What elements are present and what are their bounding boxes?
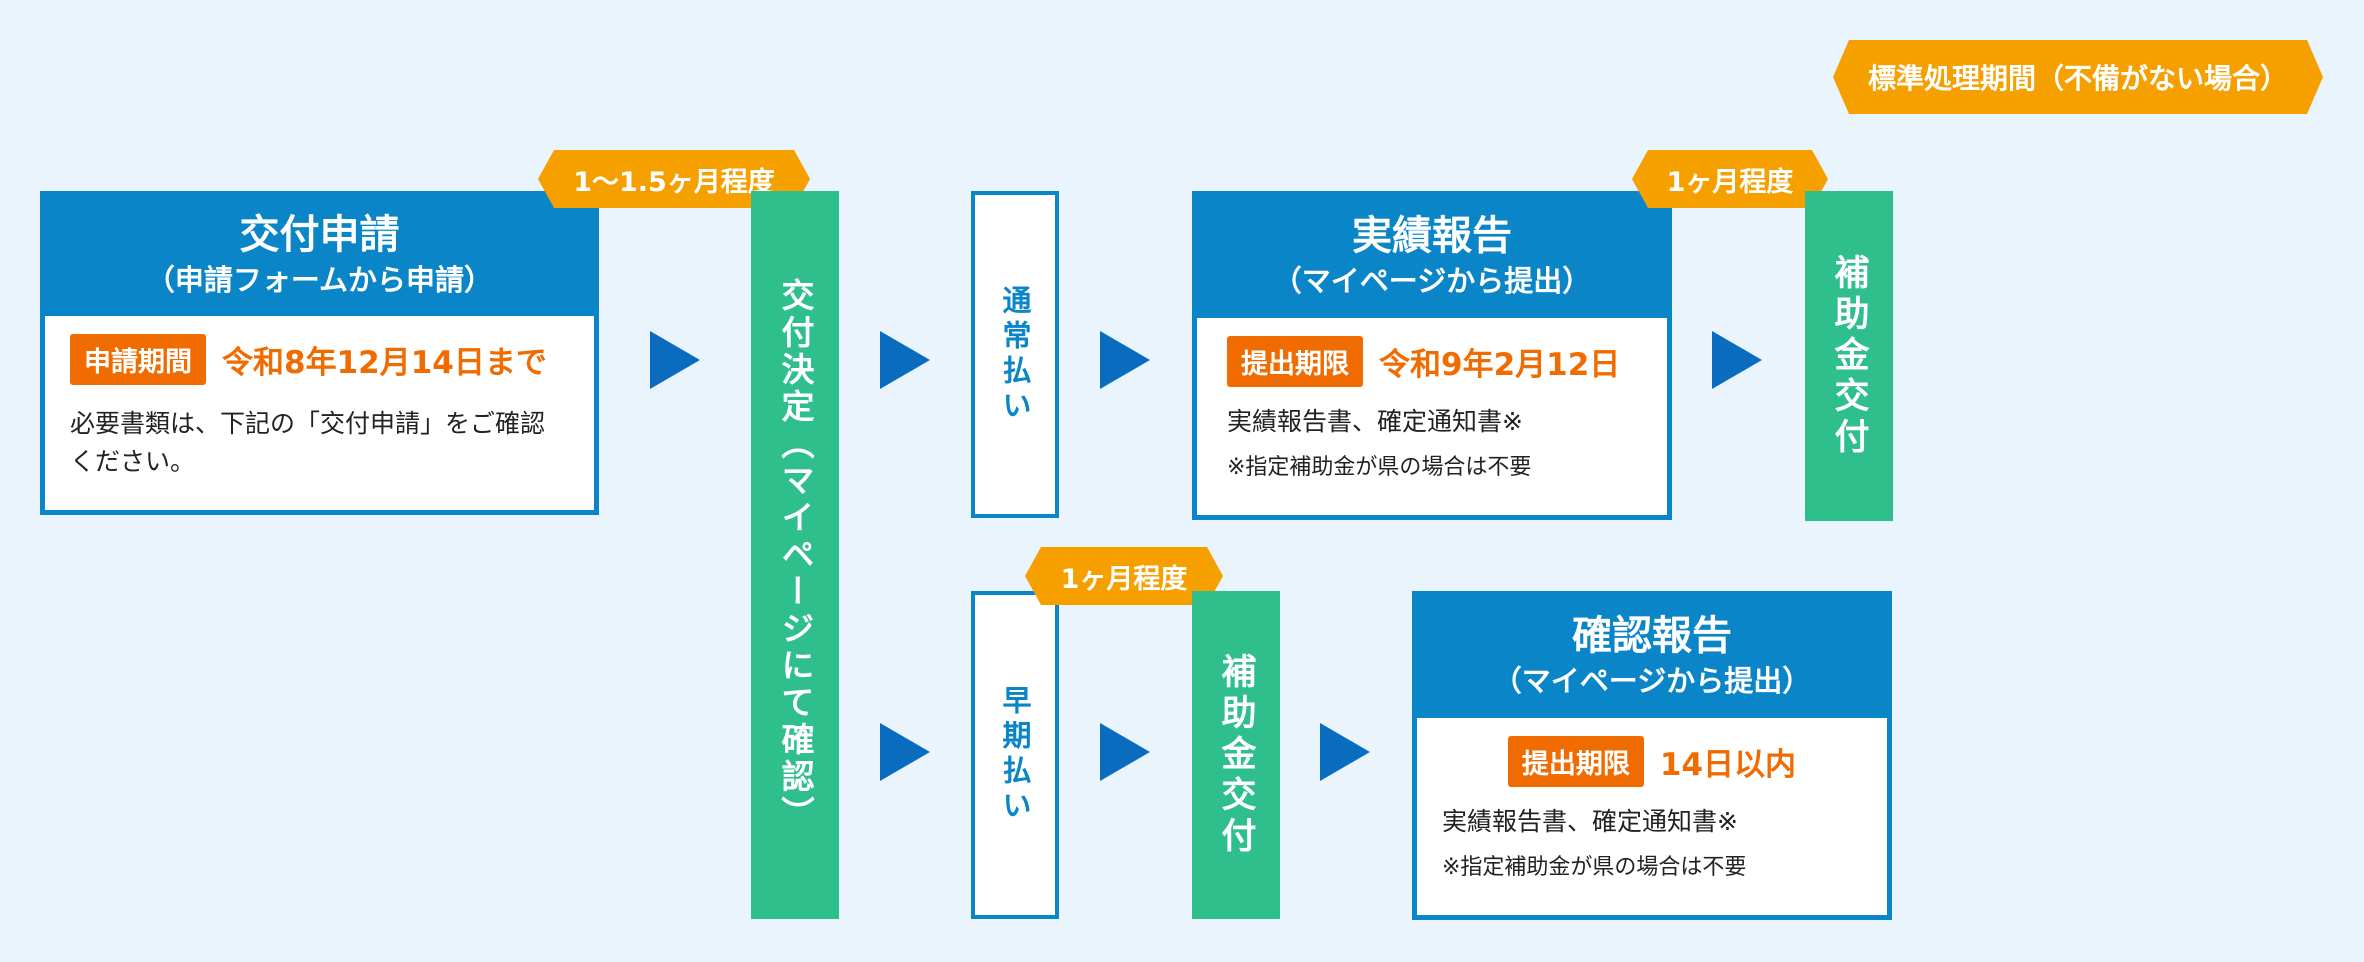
application-period-badge: 申請期間 — [70, 334, 206, 385]
confirmation-report-subtitle: （マイページから提出） — [1492, 664, 1812, 699]
application-title: 交付申請 — [239, 212, 400, 259]
confirmation-report-deadline: 14日以内 — [1659, 747, 1797, 783]
application-body: 必要書類は、下記の「交付申請」をご確認ください。 — [70, 409, 546, 476]
application-deadline-row: 申請期間 令和8年12月14日まで — [70, 334, 569, 385]
arrow-right-icon — [1320, 723, 1370, 781]
arrow-right-icon — [1100, 331, 1150, 389]
actual-report-card: 実績報告 （マイページから提出） 提出期限 令和9年2月12日 実績報告書、確定… — [1192, 191, 1672, 520]
confirmation-report-card: 確認報告 （マイページから提出） 提出期限 14日以内 実績報告書、確定通知書※… — [1412, 591, 1892, 920]
subsidy-payment-bottom: 補助金交付 — [1192, 591, 1280, 919]
actual-report-title: 実績報告 — [1352, 213, 1512, 260]
arrow-right-icon — [1100, 723, 1150, 781]
duration-tag-early: 1ヶ月程度 — [1025, 547, 1223, 605]
arrow-right-icon — [650, 331, 700, 389]
arrow-right-icon — [880, 331, 930, 389]
confirmation-report-note: ※指定補助金が県の場合は不要 — [1442, 854, 1747, 880]
actual-report-subtitle: （マイページから提出） — [1272, 264, 1592, 299]
application-subtitle: （申請フォームから申請） — [145, 263, 494, 298]
application-deadline: 令和8年12月14日まで — [222, 345, 547, 381]
actual-report-deadline: 令和9年2月12日 — [1379, 347, 1621, 383]
normal-payment-box: 通常払い — [971, 191, 1059, 518]
standard-period-label: 標準処理期間（不備がない場合） — [1833, 40, 2323, 114]
confirmation-report-header: 確認報告 （マイページから提出） — [1417, 596, 1887, 718]
duration-tag-apply: 1～1.5ヶ月程度 — [538, 150, 810, 208]
confirmation-report-body: 実績報告書、確定通知書※ — [1442, 807, 1738, 836]
decision-bar: 交付決定（マイページにて確認） — [751, 191, 839, 919]
duration-tag-report: 1ヶ月程度 — [1632, 150, 1828, 208]
actual-report-deadline-badge: 提出期限 — [1227, 336, 1363, 387]
early-payment-box: 早期払い — [971, 591, 1059, 919]
confirmation-report-deadline-badge: 提出期限 — [1507, 736, 1644, 787]
actual-report-header: 実績報告 （マイページから提出） — [1197, 196, 1667, 318]
actual-report-body: 実績報告書、確定通知書※ — [1227, 407, 1523, 436]
confirmation-report-title: 確認報告 — [1572, 613, 1732, 660]
application-card: 交付申請 （申請フォームから申請） 申請期間 令和8年12月14日まで 必要書類… — [40, 191, 599, 515]
subsidy-payment-top: 補助金交付 — [1805, 191, 1893, 521]
actual-report-deadline-row: 提出期限 令和9年2月12日 — [1227, 336, 1667, 387]
arrow-right-icon — [880, 723, 930, 781]
confirmation-report-deadline-row: 提出期限 14日以内 — [1442, 736, 1887, 787]
actual-report-note: ※指定補助金が県の場合は不要 — [1227, 454, 1532, 480]
arrow-right-icon — [1712, 331, 1762, 389]
application-card-header: 交付申請 （申請フォームから申請） — [45, 196, 594, 316]
